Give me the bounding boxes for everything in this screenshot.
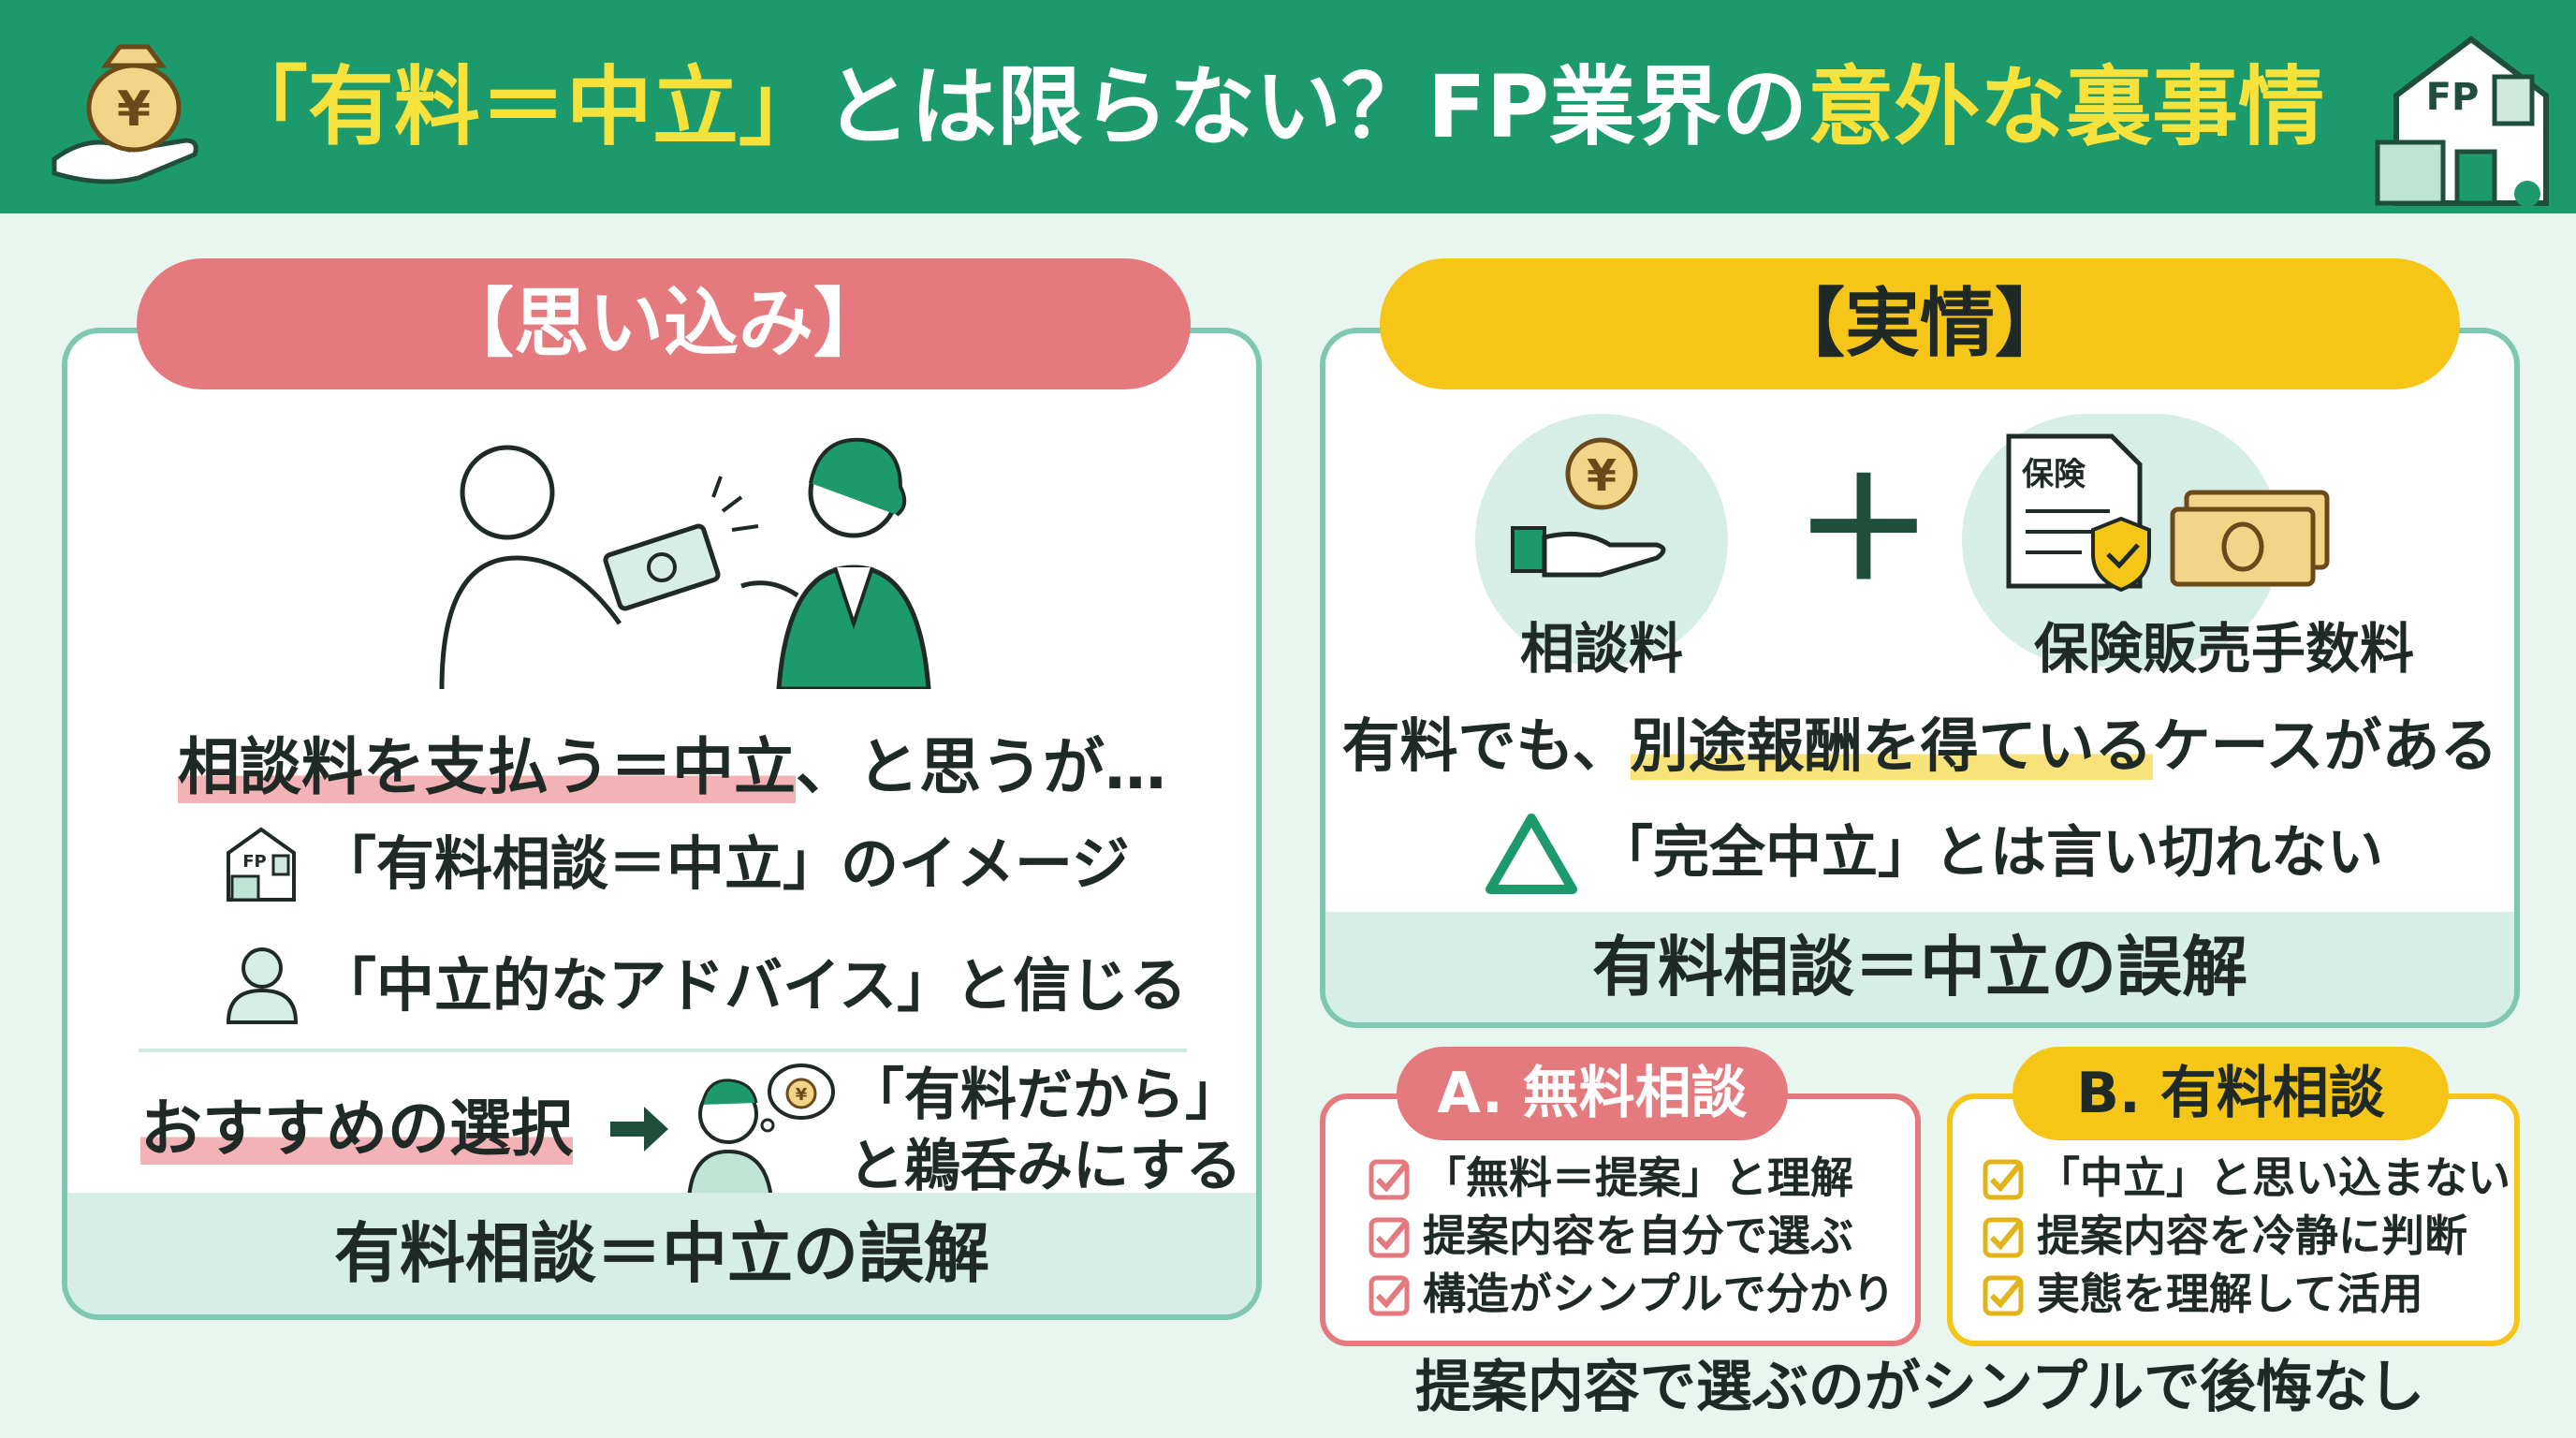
fp-office-icon: FP bbox=[227, 827, 296, 902]
client-paying-fp-icon bbox=[439, 437, 931, 689]
document-label: 保険 bbox=[2022, 456, 2086, 493]
bullet-belief-text: 「中立的なアドバイス」と信じる bbox=[318, 951, 1188, 1020]
bottom-message: 提案内容で選ぶのがシンプルで後悔なし bbox=[1414, 1355, 2425, 1420]
reality-underlined: 別途報酬を得ている bbox=[1630, 712, 2153, 780]
card-b-item: 実態を理解して活用 bbox=[1983, 1266, 2423, 1322]
house-label: FP bbox=[2426, 76, 2480, 119]
misconception-panel: 相談料を支払う＝中立、と思うが… FP 「有料相談＝中立」のイメージ 「中立的な… bbox=[62, 328, 1262, 1320]
recommend-result-line2: と鵜呑みにする bbox=[848, 1134, 1242, 1199]
title-highlight-2: 意外な裏事情 bbox=[1808, 57, 2325, 157]
office-label: FP bbox=[242, 852, 267, 872]
reality-main-text: 有料でも、別途報酬を得ているケースがある bbox=[1341, 712, 2498, 780]
header-banner bbox=[0, 0, 2576, 213]
person-icon bbox=[226, 947, 299, 1024]
free-consultation-title: A. 無料相談 bbox=[1397, 1047, 1788, 1140]
fp-house-icon: FP bbox=[2375, 36, 2549, 207]
recommend-label: おすすめの選択 bbox=[140, 1093, 573, 1165]
bullet-image-text: 「有料相談＝中立」のイメージ bbox=[318, 829, 1130, 898]
reality-panel: ¥ 相談料 ＋ 保険 保険販売手数料 有料でも、別途報酬を得ているケースがある … bbox=[1320, 328, 2520, 1028]
reality-note: 「完全中立」とは言い切れない bbox=[1597, 820, 2383, 886]
misconception-footer: 有料相談＝中立の誤解 bbox=[67, 1193, 1256, 1314]
money-bag-hand-icon: ¥ bbox=[51, 44, 198, 184]
checkbox-icon bbox=[1983, 1275, 2024, 1316]
misconception-heading: 【思い込み】 bbox=[137, 258, 1191, 389]
checkbox-icon bbox=[1368, 1217, 1410, 1258]
thinking-person-icon: ¥ bbox=[686, 1064, 835, 1200]
fee-yen: ¥ bbox=[1587, 450, 1617, 501]
section-divider bbox=[139, 1049, 1187, 1052]
recommend-result: 「有料だから」 と鵜呑みにする bbox=[848, 1060, 1242, 1202]
misconception-underlined: 相談料を支払う＝中立 bbox=[178, 731, 796, 803]
fee-label: 相談料 bbox=[1519, 617, 1683, 681]
card-a-item: 「無料＝提案」と理解 bbox=[1368, 1150, 1853, 1206]
yen-glyph: ¥ bbox=[117, 81, 151, 138]
insurance-commission-icon: 保険 bbox=[2006, 433, 2330, 593]
paid-consultation-title: B. 有料相談 bbox=[2012, 1047, 2449, 1140]
commission-label: 保険販売手数料 bbox=[2033, 617, 2414, 681]
page-title: 「有料＝中立」とは限らない？FP業界の意外な裏事情 bbox=[215, 37, 2331, 178]
card-b-item: 「中立」と思い込まない bbox=[1983, 1150, 2510, 1206]
card-b-item: 提案内容を冷静に判断 bbox=[1983, 1208, 2467, 1264]
card-a-item: 構造がシンプルで分かり bbox=[1368, 1266, 1895, 1322]
title-middle: とは限らない？FP業界の bbox=[824, 57, 1808, 157]
checkbox-icon bbox=[1368, 1159, 1410, 1200]
bubble-yen: ¥ bbox=[796, 1085, 808, 1105]
misconception-main-text: 相談料を支払う＝中立、と思うが… bbox=[178, 717, 1166, 807]
fee-hand-icon: ¥ bbox=[1511, 437, 1666, 578]
misconception-rest: 、と思うが… bbox=[796, 731, 1166, 803]
title-highlight-1: 「有料＝中立」 bbox=[221, 57, 825, 157]
checkbox-icon bbox=[1368, 1275, 1410, 1316]
card-a-item: 提案内容を自分で選ぶ bbox=[1368, 1208, 1853, 1264]
arrow-right-icon bbox=[610, 1107, 668, 1152]
reality-footer: 有料相談＝中立の誤解 bbox=[1325, 912, 2514, 1022]
reality-heading: 【実情】 bbox=[1380, 258, 2460, 389]
checkbox-icon bbox=[1983, 1217, 2024, 1258]
recommend-result-line1: 「有料だから」 bbox=[848, 1063, 1241, 1128]
triangle-icon bbox=[1486, 814, 1577, 894]
checkbox-icon bbox=[1983, 1159, 2024, 1200]
plus-icon: ＋ bbox=[1793, 449, 1935, 612]
